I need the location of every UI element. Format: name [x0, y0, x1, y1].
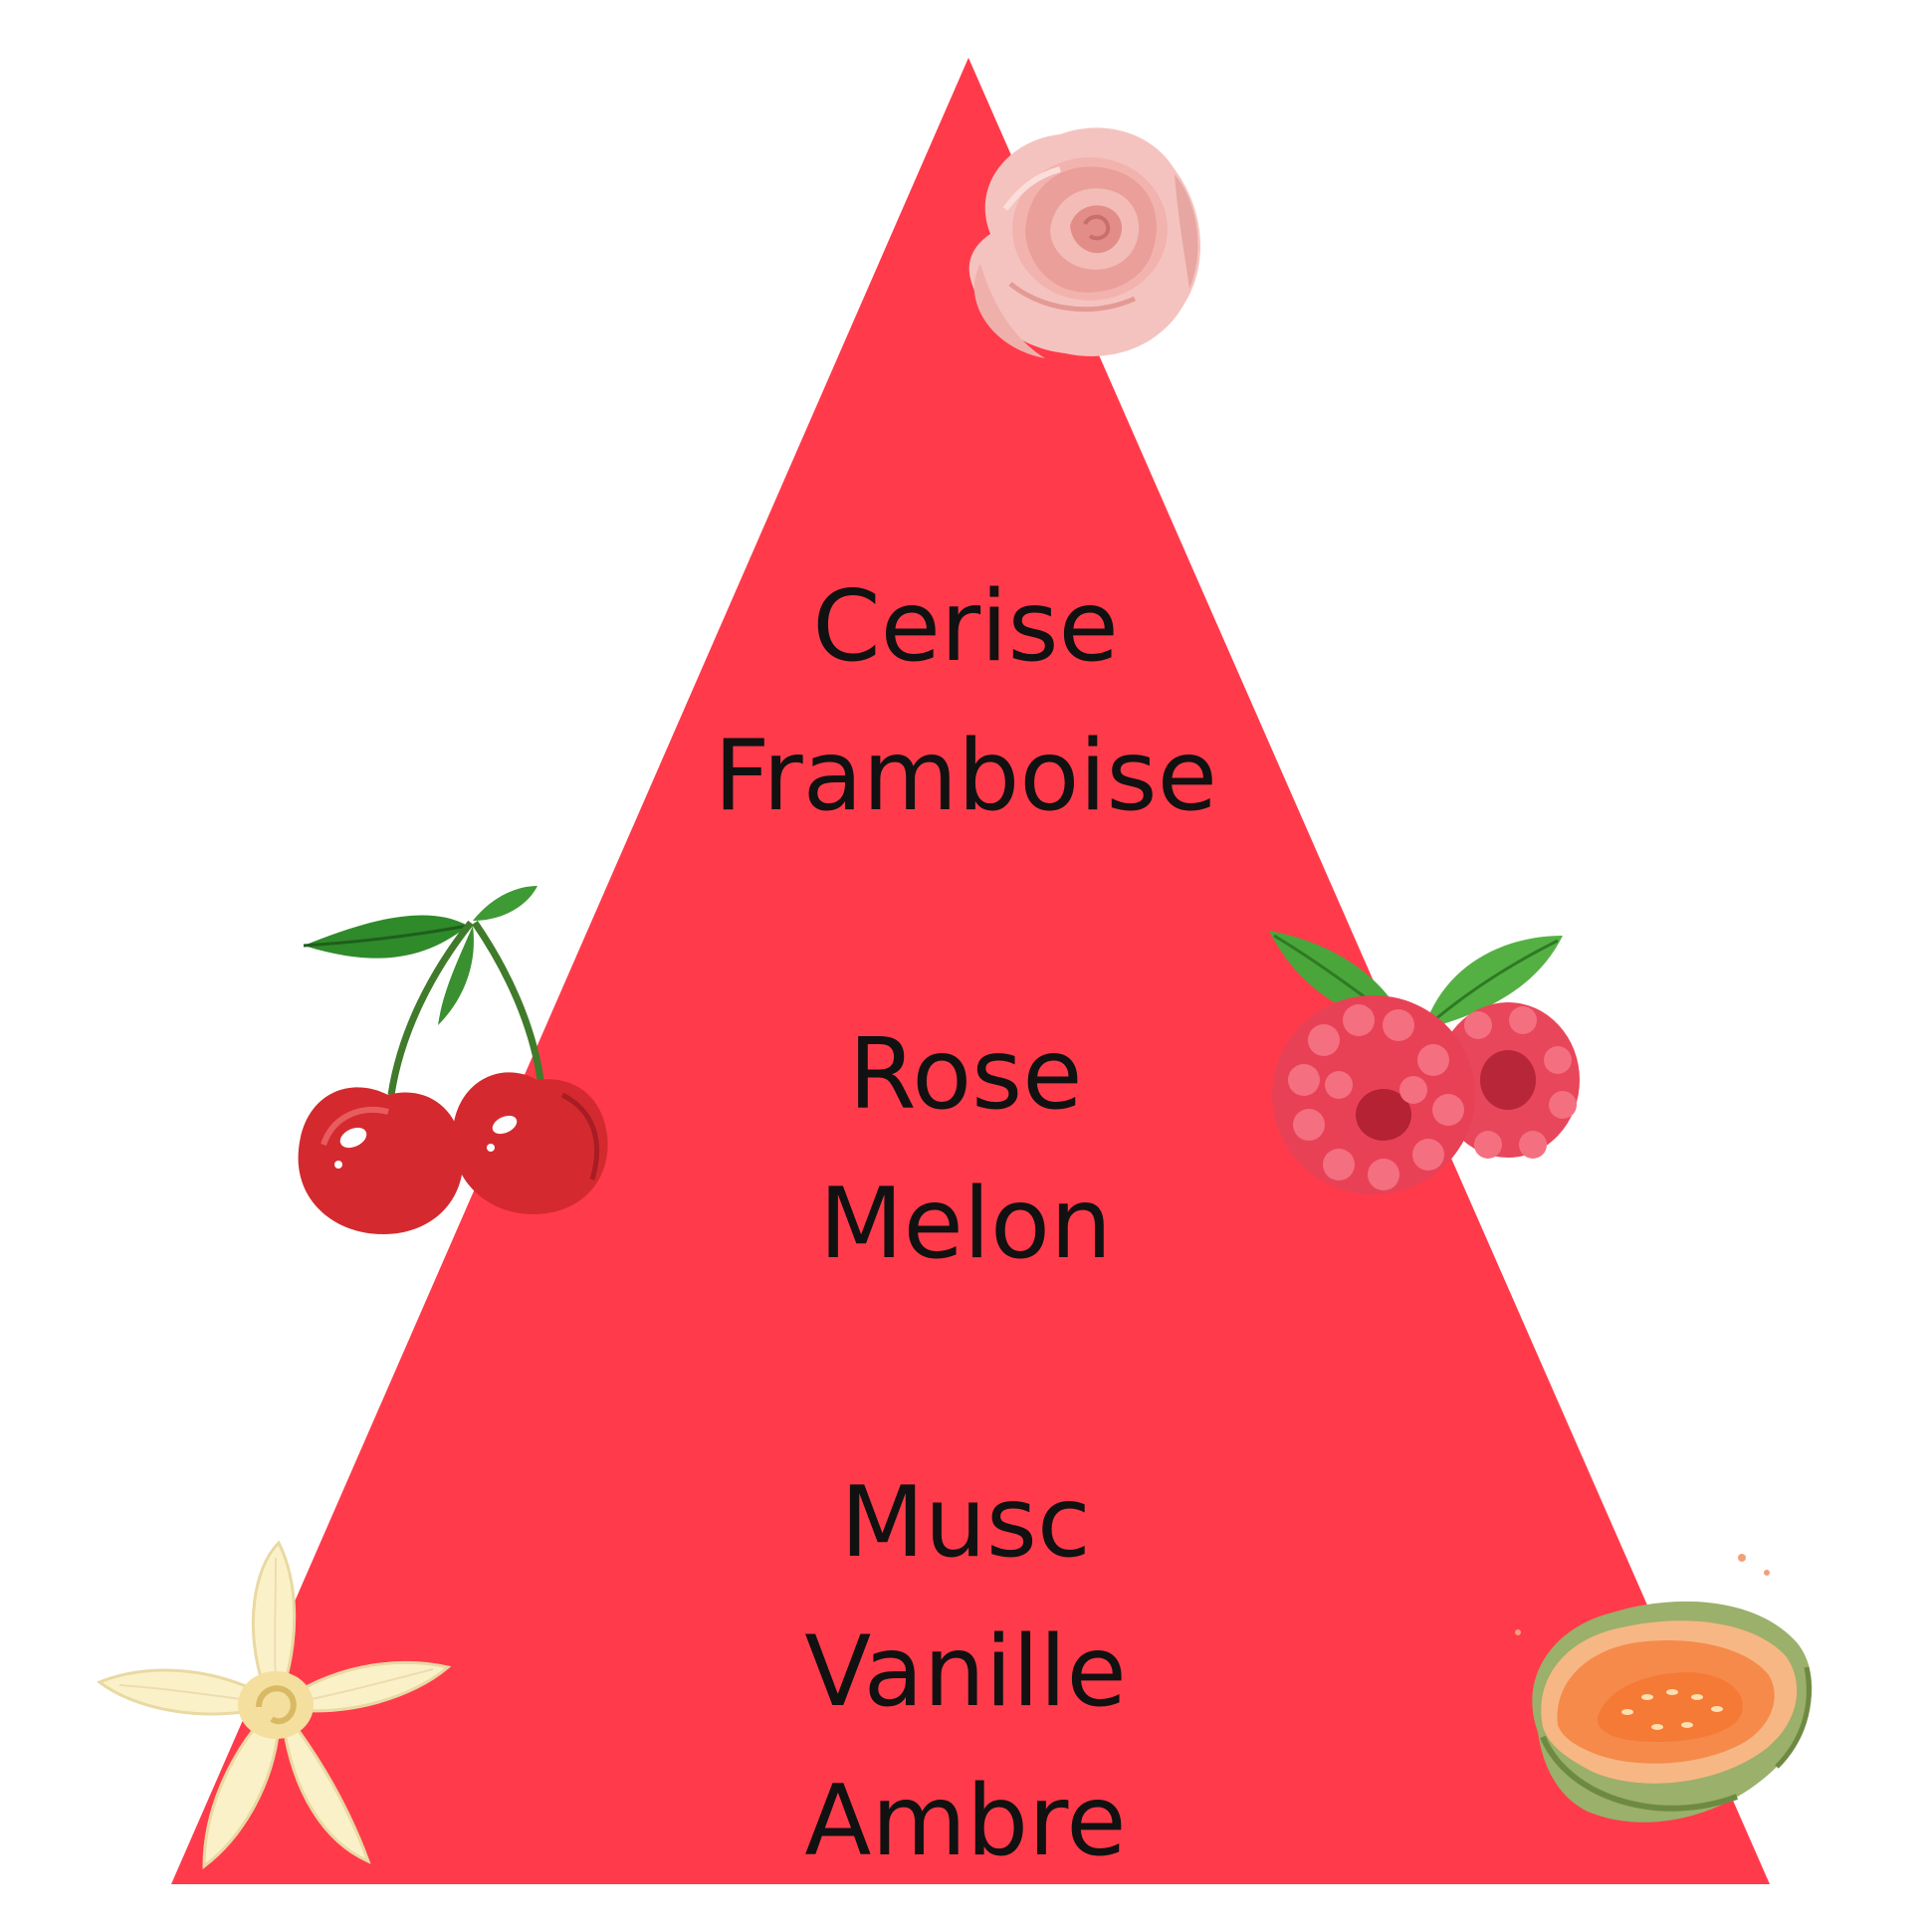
rose-icon — [968, 127, 1201, 358]
note-label: Musc — [840, 1466, 1091, 1580]
note-label: Rose — [848, 1018, 1083, 1132]
note-label: Cerise — [812, 570, 1119, 684]
heart-notes: Rose Melon — [0, 1000, 1931, 1299]
vanilla-flower-icon — [96, 1540, 452, 1870]
top-notes: Cerise Framboise — [0, 552, 1931, 851]
note-label: Ambre — [804, 1765, 1127, 1878]
melon-icon — [1515, 1554, 1813, 1823]
note-label: Framboise — [714, 720, 1217, 833]
raspberry-icon — [1269, 931, 1580, 1194]
note-label: Melon — [818, 1168, 1113, 1281]
base-notes: Musc Vanille Ambre — [0, 1448, 1931, 1896]
note-label: Vanille — [804, 1615, 1127, 1729]
cherry-icon — [298, 886, 608, 1234]
